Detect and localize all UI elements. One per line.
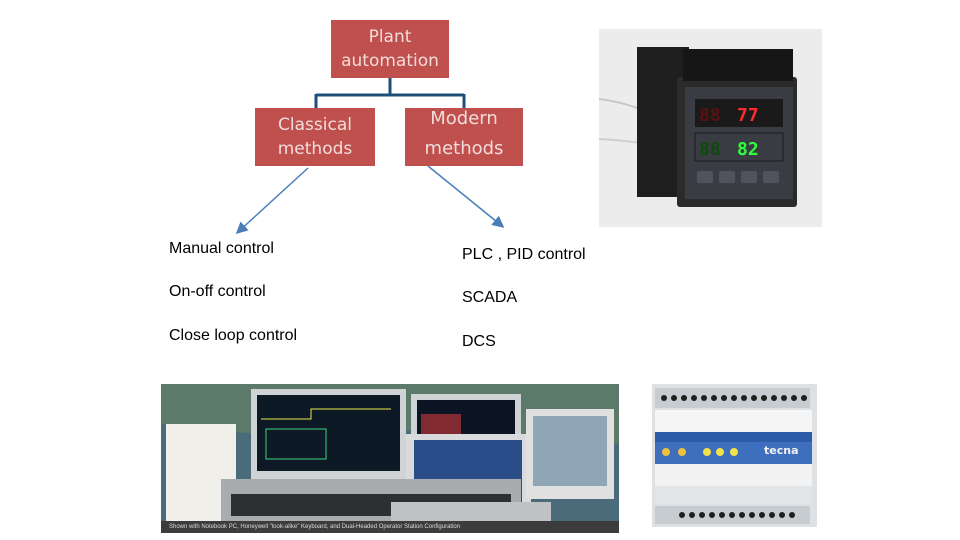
classical-methods-box: Classical methods — [255, 108, 375, 166]
svg-text:88: 88 — [699, 139, 721, 160]
modern-item-scada: SCADA — [462, 289, 518, 306]
classical-item-closeloop: Close loop control — [169, 327, 298, 344]
pid-controller-image: 88 77 88 82 — [599, 29, 822, 227]
modern-line1: Modern — [430, 108, 498, 129]
root-line1: Plant — [368, 27, 412, 47]
classical-line1: Classical — [278, 115, 352, 135]
module-brand-text: tecna — [764, 444, 799, 457]
modern-item-dcs: DCS — [462, 333, 496, 350]
modern-item-plc: PLC , PID control — [462, 246, 586, 263]
io-module-photo: tecna — [652, 384, 817, 527]
svg-text:82: 82 — [737, 139, 759, 160]
io-module-image: tecna — [652, 384, 817, 527]
control-room-caption: Shown with Notebook PC, Honeywell "look-… — [161, 521, 619, 533]
pid-controller-photo: 88 77 88 82 — [599, 29, 822, 227]
control-room-image — [161, 384, 619, 533]
classical-item-manual: Manual control — [169, 240, 274, 257]
control-room-photo: Shown with Notebook PC, Honeywell "look-… — [161, 384, 619, 533]
classical-item-onoff: On-off control — [169, 283, 266, 300]
root-line2: automation — [341, 51, 439, 71]
svg-text:88: 88 — [699, 105, 721, 126]
modern-line2: methods — [424, 138, 504, 159]
arrow-right — [427, 165, 505, 228]
classical-line2: methods — [277, 139, 353, 159]
svg-text:77: 77 — [737, 105, 759, 126]
modern-methods-box: Modern methods — [405, 108, 523, 166]
arrow-left — [235, 167, 309, 235]
plant-automation-box: Plant automation — [331, 20, 449, 78]
